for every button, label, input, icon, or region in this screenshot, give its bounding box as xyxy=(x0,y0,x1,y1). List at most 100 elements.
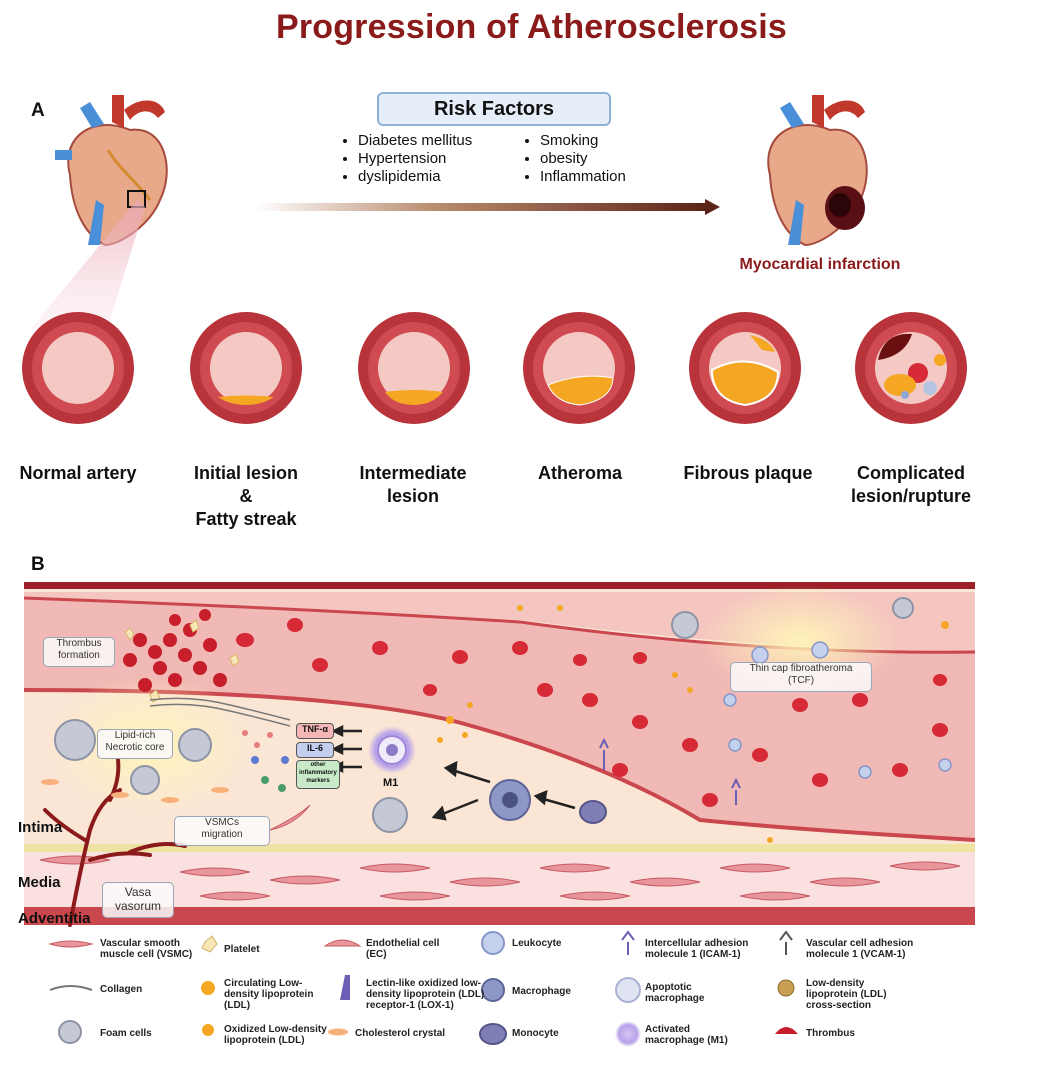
m1-macrophage-icon xyxy=(368,726,416,774)
stage-line: Fatty streak xyxy=(195,509,297,529)
vasa-vasorum-icon xyxy=(43,758,187,927)
risk-factor-item: Inflammation xyxy=(540,168,626,186)
legend-line: Platelet xyxy=(224,944,260,955)
panel-b-label: B xyxy=(31,554,45,575)
legend-line: macrophage (M1) xyxy=(645,1035,728,1046)
figure-title: Progression of Atherosclerosis xyxy=(275,8,788,46)
intima-label: Intima xyxy=(18,819,63,836)
tag-line: (TCF) xyxy=(787,675,815,686)
legend-vsmc: Vascular smooth muscle cell (VSMC) xyxy=(100,938,192,960)
risk-factor-item: Diabetes mellitus xyxy=(358,132,472,150)
stage-line: lesion/rupture xyxy=(850,486,971,506)
legend-activated-macrophage: Activated macrophage (M1) xyxy=(645,1024,728,1046)
tag-line: Thin cap fibroatheroma xyxy=(749,663,853,674)
risk-factors-heading: Risk Factors xyxy=(377,92,611,126)
legend-line: Endothelial cell xyxy=(366,938,440,949)
vasa-vasorum-tag: Vasa vasorum xyxy=(102,882,174,918)
legend-oxidized-ldl: Oxidized Low-density lipoprotein (LDL) xyxy=(224,1024,327,1046)
legend-ldl-icon xyxy=(201,981,215,995)
legend-vcam: Vascular cell adhesion molecule 1 (VCAM-… xyxy=(806,938,913,960)
tag-line: VSMCs xyxy=(205,817,239,828)
legend-icam: Intercellular adhesion molecule 1 (ICAM-… xyxy=(645,938,748,960)
risk-factors-left: Diabetes mellitus Hypertension dyslipide… xyxy=(340,132,472,186)
legend-foam-icon xyxy=(58,1020,82,1044)
stage-label-normal: Normal artery xyxy=(0,462,168,485)
stage-label-fibrous: Fibrous plaque xyxy=(658,462,838,485)
marker-line: markers xyxy=(306,778,330,784)
stage-line: Atheroma xyxy=(537,463,622,483)
artery-stages xyxy=(22,312,967,424)
tag-line: Lipid-rich xyxy=(114,730,156,741)
legend-line: lipoprotein (LDL) xyxy=(806,989,887,1000)
legend-icons xyxy=(48,930,798,1047)
legend-activated-icon xyxy=(615,1021,641,1047)
legend-line: Monocyte xyxy=(512,1028,559,1039)
macrophage-icon xyxy=(489,779,531,821)
stage-line: lesion xyxy=(386,486,439,506)
legend-line: density lipoprotein xyxy=(224,989,314,1000)
thrombus-cluster xyxy=(123,609,227,692)
marker-line: inflammatory xyxy=(299,770,337,776)
legend-lox1-icon xyxy=(340,975,350,1000)
platelets xyxy=(124,619,240,703)
artery-intermediate-lesion xyxy=(358,312,470,424)
stage-label-initial: Initial lesion & Fatty streak xyxy=(156,462,336,531)
legend-vsmc-icon xyxy=(48,940,94,948)
legend-line: cross-section xyxy=(806,1000,872,1011)
artery-complicated-lesion xyxy=(855,312,967,424)
legend-monocyte-icon xyxy=(479,1023,507,1045)
tag-line: migration xyxy=(201,829,243,840)
stage-line: Initial lesion xyxy=(193,463,299,483)
legend-line: Collagen xyxy=(100,984,143,995)
media-label: Media xyxy=(18,874,61,891)
risk-factor-item: Hypertension xyxy=(358,150,472,168)
tag-line: Necrotic core xyxy=(105,742,165,753)
stage-label-intermediate: Intermediate lesion xyxy=(323,462,503,508)
legend-line: (LDL) xyxy=(224,1000,251,1011)
legend-line: Oxidized Low-density xyxy=(224,1024,327,1035)
legend-line: Lectin-like oxidized low- xyxy=(366,978,482,989)
legend-line: Apoptotic xyxy=(645,982,692,993)
vsmc-migration-tag: VSMCs migration xyxy=(174,816,270,846)
adhesion-molecules xyxy=(599,737,741,805)
legend-collagen: Collagen xyxy=(100,984,142,995)
legend-line: lipoprotein (LDL) xyxy=(224,1035,305,1046)
il6-label: IL-6 xyxy=(296,742,334,758)
cytokine-particles xyxy=(242,730,289,792)
m1-label: M1 xyxy=(383,777,399,789)
legend-ldl-cross-icon xyxy=(777,979,795,997)
legend-leukocyte-icon xyxy=(481,931,505,955)
legend-line: Low-density xyxy=(806,978,865,989)
other-markers-label: other inflammatory markers xyxy=(296,760,340,789)
legend-line: macrophage xyxy=(645,993,705,1004)
legend-cholesterol-crystal: Cholesterol crystal xyxy=(355,1028,445,1039)
legend-line: molecule 1 (ICAM-1) xyxy=(645,949,741,960)
legend-thrombus: Thrombus xyxy=(806,1028,855,1039)
legend-vcam-icon xyxy=(779,930,793,955)
progression-arrow xyxy=(255,199,720,215)
panel-a-label: A xyxy=(31,100,45,121)
legend-line: Vascular smooth xyxy=(100,938,181,949)
risk-factor-item: dyslipidemia xyxy=(358,168,472,186)
infarcted-heart-icon xyxy=(767,95,868,247)
stage-line: Normal artery xyxy=(19,463,137,483)
legend-cholesterol-icon xyxy=(328,1028,348,1036)
legend-line: density lipoprotein (LDL) xyxy=(366,989,485,1000)
artery-atheroma xyxy=(523,312,635,424)
tag-line: vasorum xyxy=(114,899,161,913)
legend-line: Circulating Low- xyxy=(224,978,303,989)
tag-line: formation xyxy=(58,650,100,661)
legend-line: Vascular cell adhesion xyxy=(806,938,914,949)
legend-apoptotic-macrophage: Apoptotic macrophage xyxy=(645,982,704,1004)
legend-lox1: Lectin-like oxidized low- density lipopr… xyxy=(366,978,484,1011)
legend-line: muscle cell (VSMC) xyxy=(100,949,193,960)
necrotic-core-tag: Lipid-rich Necrotic core xyxy=(97,729,173,759)
legend-line: Activated xyxy=(645,1024,691,1035)
legend-collagen-icon xyxy=(49,985,93,991)
legend-endothelial-icon xyxy=(323,939,362,947)
risk-factors-right: Smoking obesity Inflammation xyxy=(522,132,626,186)
vsmc-cells xyxy=(39,804,961,901)
legend-thrombus-icon xyxy=(775,1027,798,1034)
foam-cells xyxy=(54,597,914,833)
